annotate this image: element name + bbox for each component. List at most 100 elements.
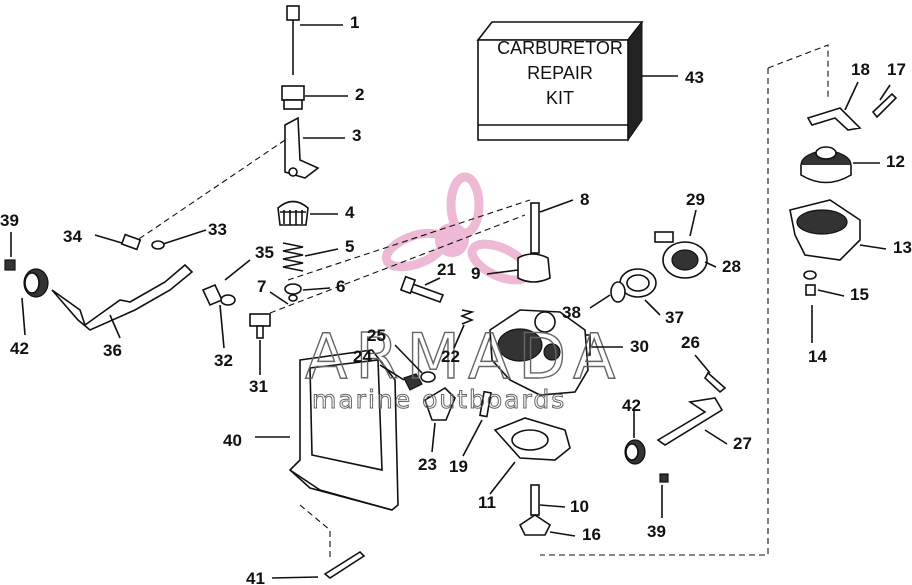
part-knob-4 bbox=[277, 200, 309, 226]
callout-6: 6 bbox=[336, 277, 345, 296]
callout-24: 24 bbox=[353, 347, 372, 366]
callout-28: 28 bbox=[722, 257, 741, 276]
part-screw-29 bbox=[654, 231, 674, 243]
part-gasket-38 bbox=[610, 281, 626, 303]
leader-line-23 bbox=[431, 422, 436, 453]
leader-line-29 bbox=[689, 209, 697, 237]
callout-2: 2 bbox=[355, 85, 364, 104]
callout-8: 8 bbox=[580, 190, 589, 209]
part-bracket-3 bbox=[284, 116, 320, 179]
callout-23: 23 bbox=[418, 455, 437, 474]
leader-line-8 bbox=[539, 199, 574, 213]
part-washer-33 bbox=[151, 240, 165, 250]
callout-13: 13 bbox=[893, 238, 912, 257]
callout-27: 27 bbox=[733, 434, 752, 453]
callout-39: 39 bbox=[647, 522, 666, 541]
callout-16: 16 bbox=[582, 525, 601, 544]
callout-35: 35 bbox=[255, 243, 274, 262]
part-grommet-42-left bbox=[23, 268, 49, 298]
callout-14: 14 bbox=[808, 347, 827, 366]
callout-39: 39 bbox=[0, 211, 19, 230]
callout-40: 40 bbox=[223, 431, 242, 450]
watermark-tagline: marine outboards bbox=[312, 385, 566, 414]
leader-line-37 bbox=[644, 299, 661, 316]
part-silencer-40 bbox=[288, 349, 399, 511]
leader-line-25 bbox=[394, 344, 423, 374]
callout-38: 38 bbox=[562, 303, 581, 322]
leader-line-9 bbox=[486, 269, 519, 275]
leader-line-33 bbox=[162, 229, 207, 245]
leader-line-27 bbox=[704, 429, 728, 445]
callout-42: 42 bbox=[622, 396, 641, 415]
part-washer-6 bbox=[284, 283, 302, 302]
part-pin-17 bbox=[871, 92, 898, 119]
leader-line-35 bbox=[224, 259, 251, 281]
callout-33: 33 bbox=[208, 220, 227, 239]
leader-line-15 bbox=[817, 289, 845, 297]
callout-31: 31 bbox=[249, 377, 268, 396]
callout-15: 15 bbox=[850, 285, 869, 304]
leader-line-42 bbox=[21, 297, 26, 336]
part-washer-25 bbox=[420, 371, 436, 383]
callout-7: 7 bbox=[257, 277, 266, 296]
callout-4: 4 bbox=[345, 203, 355, 222]
part-cap-12 bbox=[800, 146, 852, 184]
leader-line-16 bbox=[549, 531, 576, 537]
leader-line-5 bbox=[304, 248, 339, 257]
part-lever-36 bbox=[51, 263, 194, 331]
leader-line-22 bbox=[453, 324, 465, 349]
leader-line-10 bbox=[539, 504, 566, 508]
repair-kit-box: CARBURETOR REPAIR KIT bbox=[476, 20, 644, 142]
callout-36: 36 bbox=[103, 341, 122, 360]
callout-41: 41 bbox=[246, 569, 265, 585]
part-screw-41 bbox=[323, 550, 366, 579]
leader-line-7 bbox=[269, 291, 289, 305]
callout-21: 21 bbox=[437, 260, 456, 279]
part-needle-8 bbox=[530, 202, 540, 254]
part-screw-21 bbox=[399, 275, 445, 304]
callout-25: 25 bbox=[367, 326, 386, 345]
callout-37: 37 bbox=[665, 308, 684, 327]
assembly-dashed-lines bbox=[129, 44, 829, 560]
part-carburetor-body bbox=[489, 309, 589, 396]
part-spring-22 bbox=[459, 309, 475, 325]
leader-line-36 bbox=[109, 314, 121, 339]
leader-line-34 bbox=[94, 234, 123, 244]
part-screw-39-right bbox=[659, 473, 669, 483]
leader-line-18 bbox=[844, 81, 859, 111]
callout-22: 22 bbox=[441, 347, 460, 366]
callout-26: 26 bbox=[681, 333, 700, 352]
callout-11: 11 bbox=[478, 493, 496, 512]
callout-32: 32 bbox=[214, 351, 233, 370]
part-clamp-28 bbox=[662, 241, 708, 279]
part-link-27 bbox=[656, 397, 724, 446]
callout-5: 5 bbox=[345, 237, 354, 256]
leader-line-26 bbox=[694, 354, 711, 374]
callout-43: 43 bbox=[685, 68, 704, 87]
leader-line-17 bbox=[879, 84, 891, 101]
part-screw-31 bbox=[249, 313, 271, 339]
part-nut-2 bbox=[281, 85, 305, 110]
callout-18: 18 bbox=[851, 60, 870, 79]
leader-line-38 bbox=[589, 294, 611, 309]
part-fitting-10 bbox=[530, 484, 540, 516]
callout-42: 42 bbox=[10, 339, 29, 358]
part-spring-5 bbox=[282, 242, 304, 272]
watermark-logo bbox=[381, 172, 533, 285]
part-bushing-34 bbox=[120, 233, 142, 251]
part-clip-32 bbox=[201, 283, 236, 307]
leader-line-13 bbox=[859, 244, 887, 250]
callout-3: 3 bbox=[352, 126, 361, 145]
part-gasket-11 bbox=[493, 417, 571, 461]
part-screw-39-left bbox=[4, 259, 16, 271]
kit-label-line-1: CARBURETOR bbox=[497, 38, 623, 58]
part-nut-24 bbox=[403, 373, 423, 391]
part-needle-1 bbox=[286, 5, 300, 75]
kit-label-line-3: KIT bbox=[546, 88, 574, 108]
callout-29: 29 bbox=[686, 190, 705, 209]
part-washer-15 bbox=[803, 270, 817, 296]
callout-19: 19 bbox=[449, 457, 468, 476]
